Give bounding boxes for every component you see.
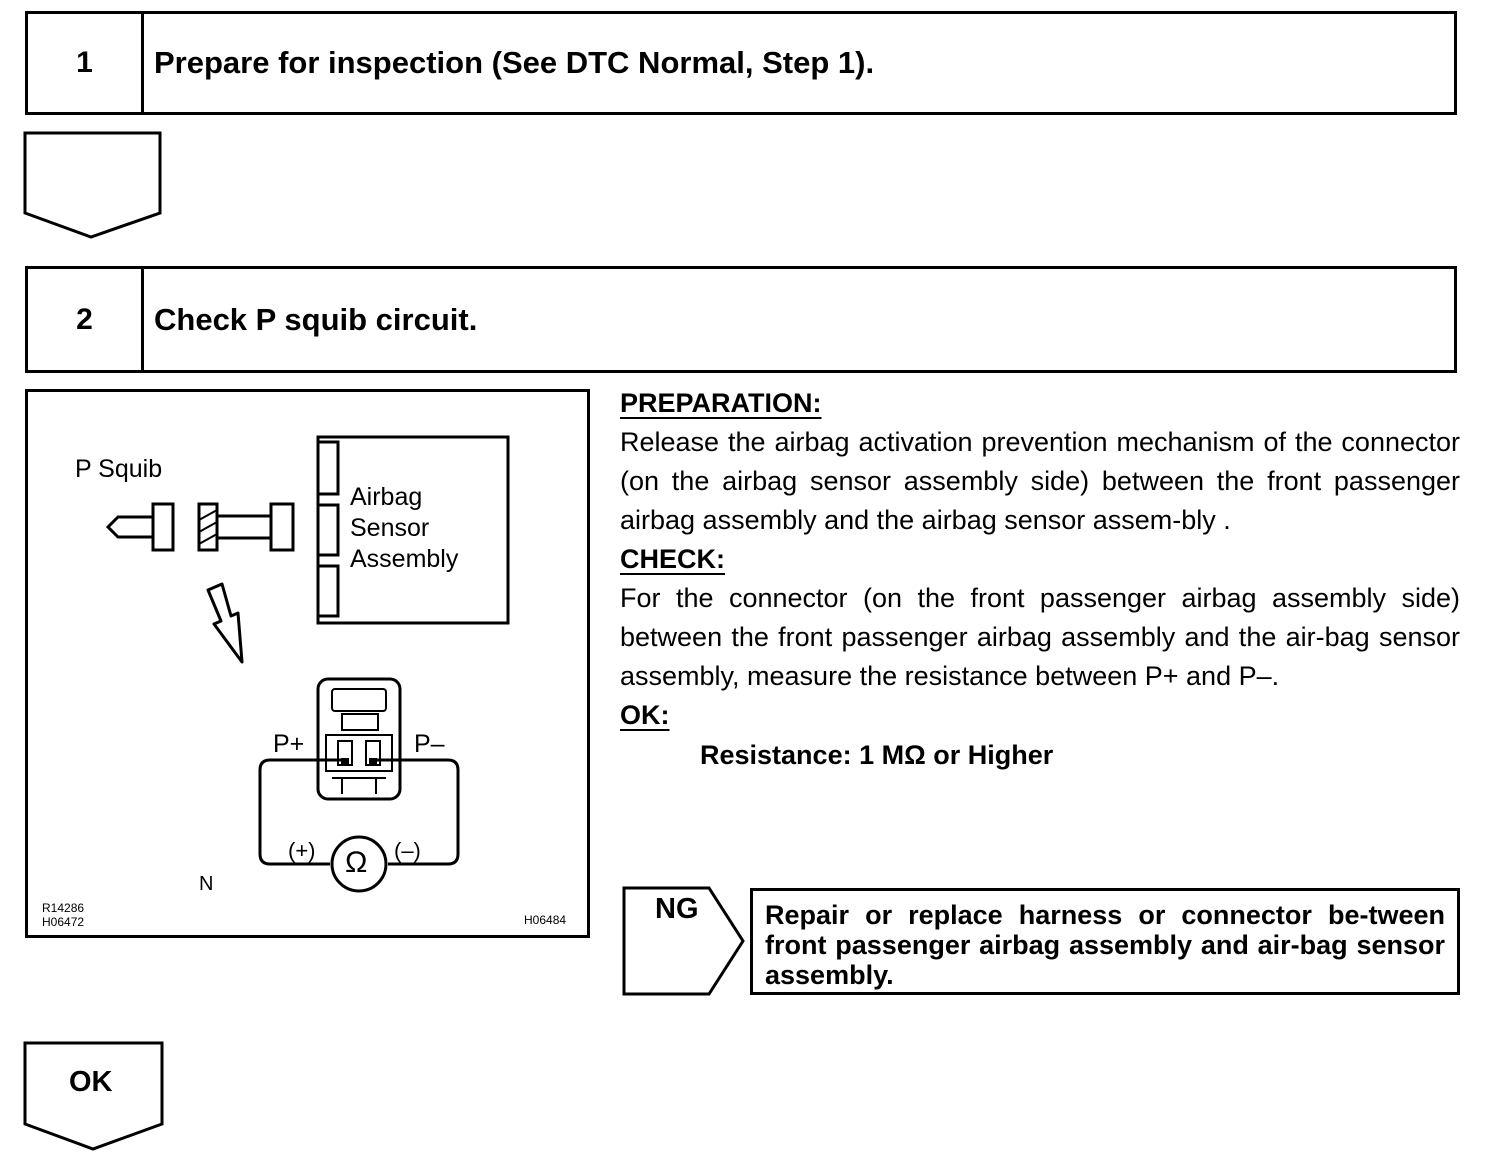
circuit-figure: P Squib Airbag Sensor Assembly P+ P– (+)… [25, 389, 590, 938]
n-label: N [199, 873, 214, 895]
minus-terminal-label: (–) [394, 838, 421, 863]
ng-action-box: Repair or replace harness or connector b… [750, 888, 1460, 995]
ok-arrow-icon [23, 1041, 164, 1151]
preparation-heading: PREPARATION: [620, 388, 822, 418]
p-minus-label: P– [414, 730, 445, 758]
ref-code-3: H06484 [524, 913, 567, 927]
plus-terminal-label: (+) [288, 838, 316, 863]
connector-diagram [105, 435, 510, 893]
step-1-box: 1 Prepare for inspection (See DTC Normal… [25, 11, 1457, 115]
preparation-text: Release the airbag activation prevention… [620, 427, 1460, 535]
step-2-number: 2 [28, 269, 144, 370]
down-arrow-icon [23, 131, 162, 239]
ok-spec-value: Resistance: 1 MΩ or Higher [700, 740, 1054, 770]
ng-label: NG [655, 893, 699, 925]
ohm-icon: Ω [345, 846, 368, 879]
instruction-text: PREPARATION: Release the airbag activati… [620, 384, 1460, 775]
check-heading: CHECK: [620, 544, 725, 574]
sensor-label-line2: Sensor [350, 514, 430, 542]
ok-heading: OK: [620, 700, 670, 730]
p-squib-label: P Squib [75, 455, 163, 483]
ng-arrow-icon [622, 886, 745, 996]
sensor-label-line3: Assembly [350, 545, 459, 573]
sensor-label-line1: Airbag [350, 483, 423, 511]
p-plus-label: P+ [273, 730, 305, 758]
step-1-number: 1 [28, 14, 144, 112]
step-2-box: 2 Check P squib circuit. [25, 266, 1457, 373]
step-2-title: Check P squib circuit. [154, 301, 478, 337]
ref-code-2: H06472 [42, 915, 85, 929]
check-text: For the connector (on the front passenge… [620, 583, 1460, 691]
step-1-title: Prepare for inspection (See DTC Normal, … [154, 45, 875, 80]
ok-label: OK [69, 1066, 113, 1098]
ref-code-1: R14286 [42, 901, 85, 915]
